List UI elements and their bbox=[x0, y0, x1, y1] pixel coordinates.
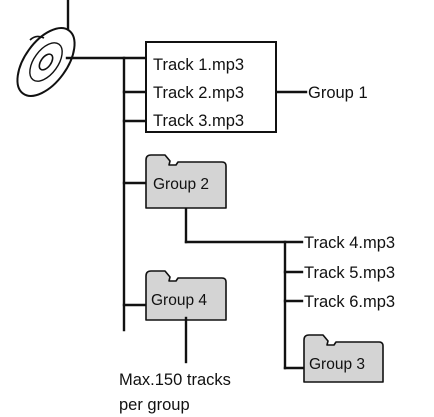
group-2-folder-icon bbox=[145, 154, 227, 209]
track-5-label: Track 5.mp3 bbox=[304, 264, 395, 282]
group-1-label: Group 1 bbox=[308, 84, 368, 102]
track-3-label: Track 3.mp3 bbox=[153, 112, 244, 130]
group-4-label: Group 4 bbox=[151, 292, 207, 309]
max-tracks-note-line1: Max.150 tracks bbox=[119, 371, 231, 389]
group-1-track-box bbox=[145, 41, 277, 133]
group-4-folder-icon bbox=[145, 270, 227, 321]
tree-connectors bbox=[65, 56, 308, 370]
max-tracks-note-line2: per group bbox=[119, 396, 190, 414]
cd-disc-icon bbox=[16, 27, 76, 97]
group-3-label: Group 3 bbox=[309, 356, 365, 373]
group-3-folder-icon bbox=[303, 334, 384, 383]
track-1-label: Track 1.mp3 bbox=[153, 56, 244, 74]
track-2-label: Track 2.mp3 bbox=[153, 84, 244, 102]
group-2-label: Group 2 bbox=[153, 176, 209, 193]
track-6-label: Track 6.mp3 bbox=[304, 293, 395, 311]
track-4-label: Track 4.mp3 bbox=[304, 234, 395, 252]
